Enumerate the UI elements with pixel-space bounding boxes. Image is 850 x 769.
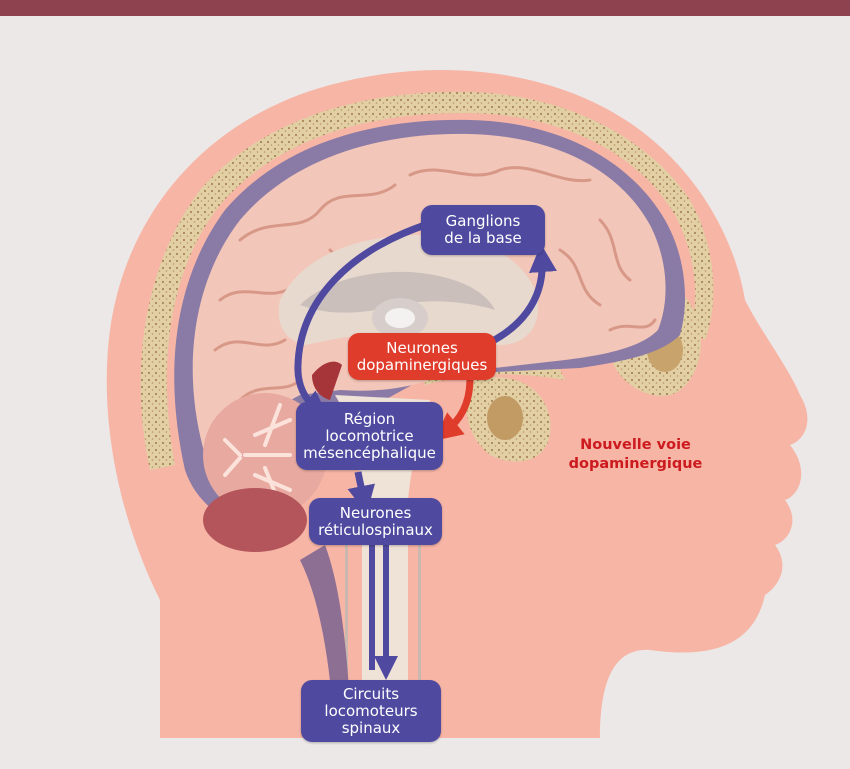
cerebellum-lower — [203, 488, 307, 552]
circuits-label: Circuits locomoteurs spinaux — [324, 686, 417, 737]
reticulo-label: Neurones réticulospinaux — [318, 505, 433, 539]
region-locomotrice-box: Région locomotrice mésencéphalique — [296, 402, 443, 470]
nouvelle-voie-annotation: Nouvelle voie dopaminergique — [548, 436, 723, 474]
neurones-dopa-label: Neurones dopaminergiques — [357, 340, 488, 374]
ganglions-de-la-base-box: Ganglions de la base — [421, 205, 545, 255]
neurones-dopaminergiques-box: Neurones dopaminergiques — [348, 333, 496, 380]
pineal — [385, 308, 415, 328]
neurones-reticulospinaux-box: Neurones réticulospinaux — [309, 498, 442, 545]
ganglions-label: Ganglions de la base — [444, 213, 521, 247]
circuits-locomoteurs-box: Circuits locomoteurs spinaux — [301, 680, 441, 742]
region-label: Région locomotrice mésencéphalique — [303, 411, 436, 462]
